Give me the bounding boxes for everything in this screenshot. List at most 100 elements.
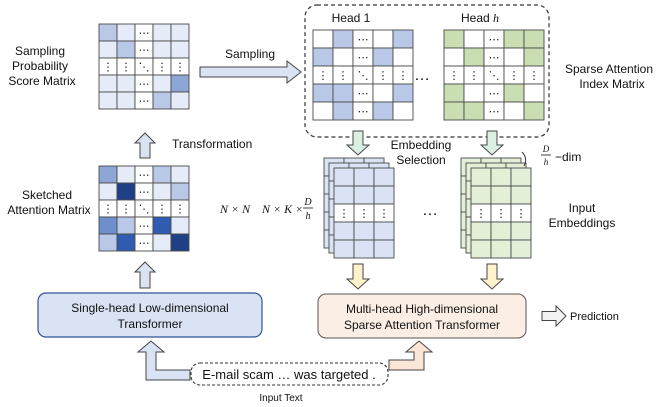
head-h-matrix-cell bbox=[523, 29, 545, 49]
n-k-d-h-label: N × K × bbox=[261, 202, 303, 216]
embedding-stack-blue-cell bbox=[373, 239, 395, 259]
sketched-matrix-cell bbox=[170, 216, 190, 235]
sketched-matrix-ellipsis: ⋱ bbox=[139, 204, 150, 216]
head-1-matrix-cell bbox=[392, 47, 414, 67]
head-h-matrix-cell bbox=[463, 29, 485, 49]
head-1-matrix-cell bbox=[312, 29, 334, 49]
sampling-matrix-ellipsis: ⋱ bbox=[139, 62, 150, 74]
head-h-matrix-ellipsis: ⋮ bbox=[529, 70, 540, 82]
sketched-matrix-cell bbox=[152, 182, 172, 201]
head-h-matrix-cell bbox=[443, 47, 465, 67]
embedding-stack-green-ellipsis: ⋮ bbox=[516, 208, 527, 220]
head-h-matrix-cell bbox=[503, 83, 525, 103]
heads-ellipsis: … bbox=[414, 67, 430, 84]
embedding-stack-green-cell bbox=[510, 167, 532, 187]
head-1-to-stack-arrow bbox=[345, 130, 371, 156]
head-h-matrix-ellipsis: ⋯ bbox=[489, 88, 500, 100]
sampling-matrix-ellipsis: ⋮ bbox=[121, 62, 132, 74]
sampling-matrix-cell bbox=[152, 74, 172, 93]
embedding-stack-blue-cell bbox=[353, 167, 375, 187]
sketched-matrix-cell bbox=[170, 165, 190, 184]
sketched-matrix-cell bbox=[170, 182, 190, 201]
sampling-probability-label-line2: Probability bbox=[12, 59, 68, 73]
sampling-matrix-ellipsis: ⋮ bbox=[175, 62, 186, 74]
sampling-arrow-label: Sampling bbox=[225, 47, 275, 61]
embedding-stack-green-cell bbox=[490, 221, 512, 241]
head-h-matrix-ellipsis: ⋮ bbox=[469, 70, 480, 82]
head-h-matrix-ellipsis: ⋮ bbox=[449, 70, 460, 82]
head-h-matrix-cell bbox=[503, 101, 525, 121]
head-h-matrix-ellipsis: ⋯ bbox=[489, 106, 500, 118]
sketched-matrix-ellipsis: ⋯ bbox=[139, 221, 150, 233]
transformation-up-arrow bbox=[133, 132, 157, 159]
embedding-stack-green-cell bbox=[490, 167, 512, 187]
embedding-stack-blue-ellipsis: ⋮ bbox=[359, 208, 370, 220]
sketched-matrix-ellipsis: ⋮ bbox=[121, 204, 132, 216]
embedding-stack-blue-cell bbox=[373, 167, 395, 187]
head-1-matrix-ellipsis: ⋯ bbox=[358, 34, 369, 46]
sampling-probability-label-line1: Sampling bbox=[15, 44, 65, 58]
sketched-matrix-ellipsis: ⋮ bbox=[157, 204, 168, 216]
sparse-index-label-line1: Sparse Attention bbox=[565, 62, 653, 76]
single-head-transformer-box bbox=[37, 292, 263, 338]
embedding-stack-green-cell bbox=[470, 185, 492, 205]
embedding-stack-blue-cell bbox=[333, 239, 355, 259]
sampling-probability-label-line3: Score Matrix bbox=[8, 74, 75, 88]
head-h-matrix-cell bbox=[523, 101, 545, 121]
head-1-matrix-cell bbox=[392, 29, 414, 49]
prediction-arrow bbox=[541, 304, 567, 328]
frac-h-denominator: h bbox=[306, 211, 311, 222]
stacks-ellipsis: … bbox=[422, 202, 438, 219]
sketched-matrix-cell bbox=[152, 165, 172, 184]
head-h-matrix-cell bbox=[463, 83, 485, 103]
head-1-matrix: ⋯⋯⋮⋮⋱⋮⋮⋯⋯ bbox=[312, 29, 414, 121]
n-times-n-label: N × N bbox=[219, 202, 251, 216]
sketched-matrix-cell bbox=[152, 233, 172, 252]
sketched-matrix-cell bbox=[116, 182, 136, 201]
sampling-matrix-ellipsis: ⋯ bbox=[139, 79, 150, 91]
sampling-matrix-cell bbox=[116, 23, 136, 42]
multi-head-label-line1: Multi-head High-dimensional bbox=[346, 302, 498, 316]
head-1-matrix-ellipsis: ⋮ bbox=[398, 70, 409, 82]
head-h-matrix-cell bbox=[503, 47, 525, 67]
head-1-matrix-ellipsis: ⋯ bbox=[358, 106, 369, 118]
dim-frac-numerator: D bbox=[542, 144, 550, 154]
multi-head-label-line2: Sparse Attention Transformer bbox=[344, 318, 500, 332]
head-1-matrix-cell bbox=[392, 83, 414, 103]
head-h-matrix-ellipsis: ⋯ bbox=[489, 52, 500, 64]
sketched-matrix-cell bbox=[152, 216, 172, 235]
head-1-matrix-ellipsis: ⋮ bbox=[318, 70, 329, 82]
embedding-stack-green-cell bbox=[510, 239, 532, 259]
input-to-single-head-arrow bbox=[136, 340, 191, 381]
sampling-matrix-cell bbox=[152, 91, 172, 110]
head-1-matrix-cell bbox=[372, 83, 394, 103]
sparse-index-region bbox=[304, 4, 550, 138]
head-h-matrix: ⋯⋯⋮⋮⋱⋮⋮⋯⋯ bbox=[443, 29, 545, 121]
embedding-stack-green-ellipsis: ⋮ bbox=[476, 208, 487, 220]
head-h-matrix-cell bbox=[503, 29, 525, 49]
sampling-matrix-cell bbox=[116, 91, 136, 110]
head-1-label: Head 1 bbox=[332, 11, 371, 25]
embedding-selection-line1: Embedding bbox=[391, 138, 452, 152]
embedding-stack-green-cell bbox=[470, 221, 492, 241]
stack-green-to-multi-arrow bbox=[479, 263, 505, 290]
head-h-matrix-ellipsis: ⋯ bbox=[489, 34, 500, 46]
embedding-stack-blue-cell bbox=[353, 185, 375, 205]
head-1-matrix-ellipsis: ⋯ bbox=[358, 88, 369, 100]
head-h-matrix-cell bbox=[443, 29, 465, 49]
embedding-stack-green-cell bbox=[510, 185, 532, 205]
sketched-matrix-cell bbox=[116, 165, 136, 184]
input-sentence: E-mail scam … was targeted . bbox=[202, 367, 375, 382]
sketched-matrix-ellipsis: ⋮ bbox=[103, 204, 114, 216]
head-1-matrix-cell bbox=[312, 47, 334, 67]
single-head-label-line1: Single-head Low-dimensional bbox=[71, 301, 228, 315]
embedding-stack-green-cell bbox=[490, 239, 512, 259]
sampling-matrix-ellipsis: ⋯ bbox=[139, 45, 150, 57]
embedding-stack-green-cell bbox=[470, 239, 492, 259]
sketched-label-line2: Attention Matrix bbox=[7, 203, 90, 217]
prediction-label: Prediction bbox=[570, 311, 619, 323]
sketched-matrix-cell bbox=[98, 233, 118, 252]
embedding-stack-blue-cell bbox=[373, 221, 395, 241]
head-1-matrix-cell bbox=[312, 101, 334, 121]
